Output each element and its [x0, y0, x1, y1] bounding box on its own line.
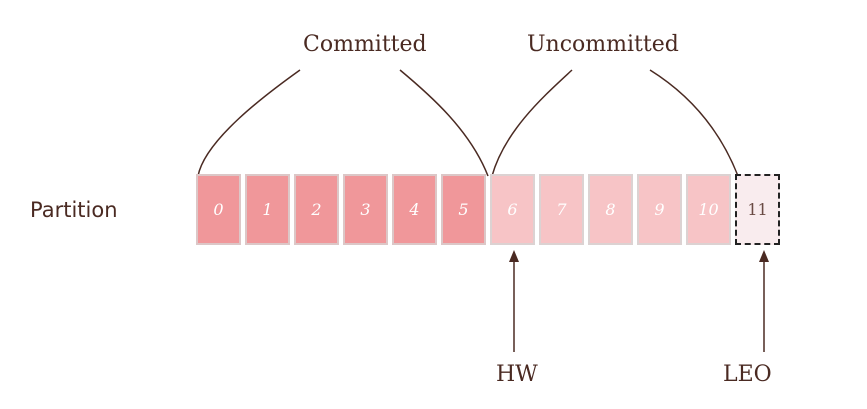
offset-cell-4: 4 [392, 174, 437, 245]
leo-arrow-head [759, 250, 769, 262]
offset-cell-8: 8 [588, 174, 633, 245]
hw-arrow-head [509, 250, 519, 262]
offset-cell-7: 7 [539, 174, 584, 245]
uncommitted-bracket-right [649, 69, 739, 177]
uncommitted-label: Uncommitted [527, 32, 679, 57]
committed-label: Committed [303, 32, 427, 57]
uncommitted-bracket-left [491, 69, 573, 177]
offset-cell-11-leo: 11 [735, 174, 780, 245]
offset-cell-6: 6 [490, 174, 535, 245]
partition-log: 0 1 2 3 4 5 6 7 8 9 10 11 [196, 174, 780, 245]
offset-cell-2: 2 [294, 174, 339, 245]
offset-cell-5: 5 [441, 174, 486, 245]
partition-label: Partition [30, 198, 118, 222]
leo-label: LEO [723, 362, 772, 387]
committed-bracket-left [197, 69, 301, 177]
committed-bracket-right [399, 69, 489, 177]
offset-cell-10: 10 [686, 174, 731, 245]
hw-label: HW [496, 362, 538, 387]
offset-cell-1: 1 [245, 174, 290, 245]
offset-cell-9: 9 [637, 174, 682, 245]
offset-cell-3: 3 [343, 174, 388, 245]
offset-cell-0: 0 [196, 174, 241, 245]
